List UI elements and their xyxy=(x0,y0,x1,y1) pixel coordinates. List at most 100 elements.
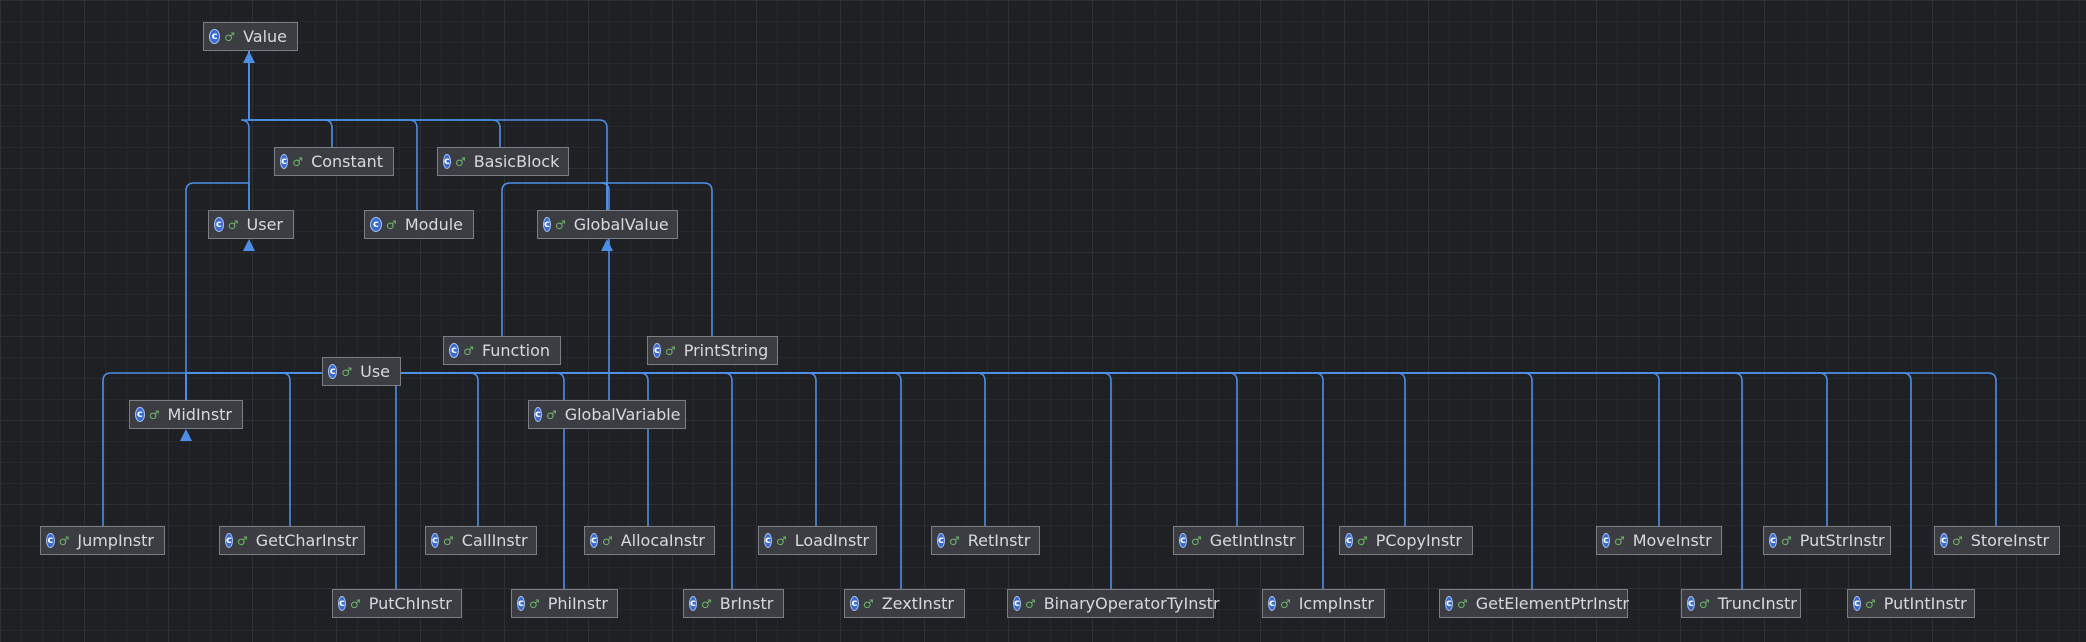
class-node-midinstr[interactable]: c♂MidInstr xyxy=(129,400,243,429)
package-private-icon: ♂ xyxy=(349,596,361,611)
class-node-getelementptrinstr[interactable]: c♂ GetElementPtrInstr xyxy=(1439,589,1630,618)
class-node-putchinstr[interactable]: c♂ PutChInstr xyxy=(332,589,462,618)
class-node-label: GetIntInstr xyxy=(1209,531,1296,550)
package-private-icon: ♂ xyxy=(454,154,466,169)
class-node-getintinstr[interactable]: c♂GetIntInstr xyxy=(1173,526,1304,555)
class-node-truncinstr[interactable]: c♂TruncInstr xyxy=(1681,589,1801,618)
class-node-value[interactable]: c♂ Value xyxy=(203,22,298,51)
class-node-label: BasicBlock xyxy=(473,152,560,171)
class-node-loadinstr[interactable]: c♂LoadInstr xyxy=(758,526,877,555)
class-node-putintinstr[interactable]: c♂PutIntInstr xyxy=(1847,589,1975,618)
class-node-jumpinstr[interactable]: c♂JumpInstr xyxy=(40,526,165,555)
class-node-brinstr[interactable]: c♂BrInstr xyxy=(683,589,784,618)
package-private-icon: ♂ xyxy=(227,217,239,232)
class-icon: c xyxy=(209,29,221,44)
edge-pcopyinstr-to-midinstr xyxy=(185,372,1406,526)
class-node-label: RetInstr xyxy=(967,531,1031,550)
edge-allocainstr-to-midinstr xyxy=(185,372,649,526)
class-node-getcharinstr[interactable]: c♂GetCharInstr xyxy=(219,526,365,555)
class-icon: c xyxy=(1268,596,1276,611)
package-private-icon: ♂ xyxy=(292,154,304,169)
class-node-retinstr[interactable]: c♂RetInstr xyxy=(931,526,1040,555)
class-node-label: BrInstr xyxy=(719,594,774,613)
package-private-icon: ♂ xyxy=(775,533,787,548)
class-node-globalvariable[interactable]: c♂GlobalVariable xyxy=(528,400,686,429)
class-icon: c xyxy=(370,217,383,232)
class-node-globalvalue[interactable]: c♂GlobalValue xyxy=(537,210,678,239)
class-node-label: AllocaInstr xyxy=(620,531,705,550)
class-node-label: BinaryOperatorTyInstr xyxy=(1043,594,1220,613)
class-icon: c xyxy=(46,533,55,548)
edge-globalvariable-to-globalvalue xyxy=(600,182,610,400)
package-private-icon: ♂ xyxy=(224,29,236,44)
package-private-icon: ♂ xyxy=(601,533,613,548)
package-private-icon: ♂ xyxy=(341,364,353,379)
class-node-phiinstr[interactable]: c♂PhiInstr xyxy=(511,589,618,618)
class-node-allocainstr[interactable]: c♂AllocaInstr xyxy=(584,526,715,555)
class-icon: c xyxy=(328,364,338,379)
class-node-label: Value xyxy=(243,27,287,46)
class-icon: c xyxy=(338,596,346,611)
class-node-pcopyinstr[interactable]: c♂PCopyInstr xyxy=(1339,526,1473,555)
class-icon: c xyxy=(1602,533,1610,548)
edge-module-to-value xyxy=(248,51,418,210)
class-icon: c xyxy=(543,217,551,232)
class-node-label: PCopyInstr xyxy=(1375,531,1462,550)
edge-user-to-value xyxy=(240,51,250,210)
inheritance-arrowhead-user xyxy=(243,239,255,251)
edge-retinstr-to-midinstr xyxy=(185,372,986,526)
edge-jumpinstr-to-midinstr xyxy=(102,372,187,526)
class-icon: c xyxy=(214,217,224,232)
edge-getintinstr-to-midinstr xyxy=(185,372,1238,526)
class-node-binaryoperatortyinstr[interactable]: c♂BinaryOperatorTyInstr xyxy=(1007,589,1220,618)
class-node-label: IcmpInstr xyxy=(1298,594,1375,613)
package-private-icon: ♂ xyxy=(1456,596,1468,611)
class-node-storeinstr[interactable]: c♂StoreInstr xyxy=(1934,526,2060,555)
class-node-label: Use xyxy=(360,362,390,381)
package-private-icon: ♂ xyxy=(236,533,248,548)
class-node-callinstr[interactable]: c♂CallInstr xyxy=(425,526,537,555)
class-icon: c xyxy=(1445,596,1453,611)
class-node-label: Module xyxy=(404,215,463,234)
class-icon: c xyxy=(764,533,772,548)
class-node-label: GlobalValue xyxy=(573,215,669,234)
class-node-label: ZextInstr xyxy=(881,594,954,613)
class-icon: c xyxy=(1179,533,1187,548)
class-icon: c xyxy=(1940,533,1948,548)
class-icon: c xyxy=(1687,596,1695,611)
class-node-putstrinstr[interactable]: c♂PutStrInstr xyxy=(1763,526,1891,555)
class-node-label: PutIntInstr xyxy=(1883,594,1967,613)
edge-putstrinstr-to-midinstr xyxy=(185,372,1828,526)
edge-moveinstr-to-midinstr xyxy=(185,372,1660,526)
class-node-moveinstr[interactable]: c♂MoveInstr xyxy=(1596,526,1722,555)
class-node-module[interactable]: c♂Module xyxy=(364,210,474,239)
class-node-constant[interactable]: c♂Constant xyxy=(274,147,394,176)
class-node-label: GetElementPtrInstr xyxy=(1475,594,1630,613)
edge-function-to-globalvalue xyxy=(501,182,608,336)
edge-storeinstr-to-midinstr xyxy=(185,372,1997,526)
edge-printstring-to-globalvalue xyxy=(606,182,713,336)
class-node-zextinstr[interactable]: c♂ZextInstr xyxy=(844,589,965,618)
class-node-label: PhiInstr xyxy=(547,594,608,613)
class-icon: c xyxy=(534,407,542,422)
class-node-basicblock[interactable]: c♂ BasicBlock xyxy=(437,147,569,176)
class-icon: c xyxy=(1013,596,1021,611)
class-node-icmpinstr[interactable]: c♂IcmpInstr xyxy=(1262,589,1385,618)
class-node-user[interactable]: c♂User xyxy=(208,210,294,239)
class-icon: c xyxy=(135,407,145,422)
class-node-use[interactable]: c♂ Use xyxy=(322,357,401,386)
class-node-label: MidInstr xyxy=(167,405,232,424)
class-icon: c xyxy=(689,596,697,611)
class-node-printstring[interactable]: c♂PrintString xyxy=(647,336,778,365)
class-node-function[interactable]: c♂Function xyxy=(443,336,561,365)
package-private-icon: ♂ xyxy=(463,343,474,358)
edge-constant-to-value xyxy=(248,51,333,147)
package-private-icon: ♂ xyxy=(862,596,874,611)
package-private-icon: ♂ xyxy=(1951,533,1963,548)
package-private-icon: ♂ xyxy=(1780,533,1792,548)
class-icon: c xyxy=(443,154,451,169)
class-node-label: PutChInstr xyxy=(368,594,452,613)
class-icon: c xyxy=(1769,533,1777,548)
package-private-icon: ♂ xyxy=(1613,533,1625,548)
